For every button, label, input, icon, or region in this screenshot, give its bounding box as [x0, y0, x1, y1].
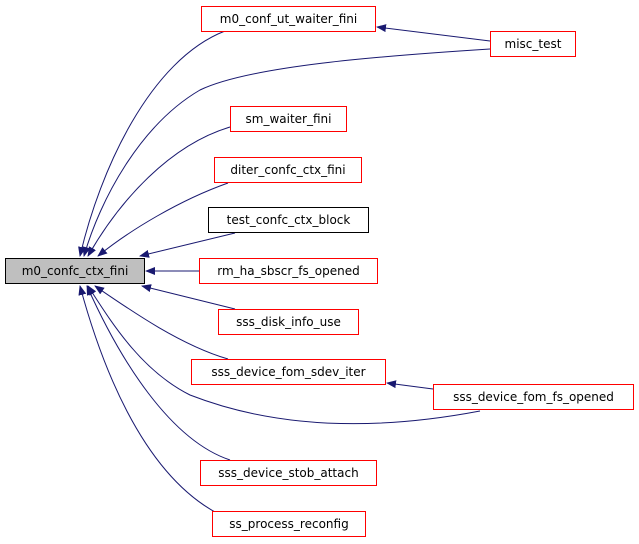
edge-n10-to-root [86, 285, 231, 461]
node-diter-confc-ctx-fini[interactable]: diter_confc_ctx_fini [214, 157, 362, 183]
edge-n4-to-root [97, 182, 229, 257]
node-m0-conf-ut-waiter-fini[interactable]: m0_conf_ut_waiter_fini [201, 6, 376, 32]
edge-n2-to-n1 [376, 24, 491, 42]
node-sss-disk-info-use[interactable]: sss_disk_info_use [218, 309, 359, 335]
edge-n3-to-root [87, 126, 231, 257]
node-rm-ha-sbscr-fs-opened[interactable]: rm_ha_sbscr_fs_opened [199, 258, 378, 284]
edge-n11-to-root [78, 285, 216, 513]
edge-n8-to-root [94, 285, 229, 360]
node-ss-process-reconfig[interactable]: ss_process_reconfig [212, 511, 366, 537]
node-test-confc-ctx-block[interactable]: test_confc_ctx_block [208, 207, 369, 233]
edge-n2-to-root [82, 48, 491, 257]
node-sss-device-fom-fs-opened[interactable]: sss_device_fom_fs_opened [433, 384, 634, 410]
edge-n5-to-root [139, 232, 236, 258]
edge-n1-to-root [78, 30, 226, 257]
node-m0-confc-ctx-fini[interactable]: m0_confc_ctx_fini [5, 258, 145, 284]
node-sm-waiter-fini[interactable]: sm_waiter_fini [230, 106, 347, 132]
edge-n9-to-n8 [386, 380, 434, 390]
edge-n9-to-root [87, 285, 481, 425]
edge-n7-to-root [141, 284, 236, 310]
node-sss-device-stob-attach[interactable]: sss_device_stob_attach [200, 460, 377, 486]
node-misc-test[interactable]: misc_test [490, 31, 576, 57]
node-sss-device-fom-sdev-iter[interactable]: sss_device_fom_sdev_iter [191, 359, 386, 385]
